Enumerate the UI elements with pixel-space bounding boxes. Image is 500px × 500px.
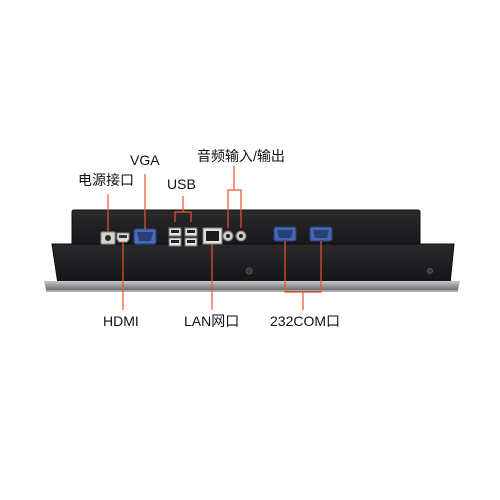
power-jack-icon <box>100 231 116 245</box>
lan-port-icon <box>202 227 223 245</box>
usb-leader <box>174 196 192 222</box>
vga-label: VGA <box>130 152 160 168</box>
audio-label: 音频输入/输出 <box>197 148 285 164</box>
leader-lines <box>107 166 322 310</box>
usb-label: USB <box>167 176 196 192</box>
usb-port-icon <box>168 227 198 247</box>
audio-jack-icon <box>222 230 247 242</box>
lan-label: LAN网口 <box>184 313 240 329</box>
com-label: 232COM口 <box>270 313 341 329</box>
hdmi-port-icon <box>116 232 130 243</box>
audio-leader <box>227 166 242 228</box>
mounting-screw-icon <box>245 267 433 275</box>
front-bezel <box>44 281 460 290</box>
power-label: 电源接口 <box>78 172 134 188</box>
device-chassis <box>44 209 460 292</box>
panel-body <box>51 243 455 285</box>
hdmi-label: HDMI <box>103 313 139 329</box>
com-leader <box>284 241 322 310</box>
vga-port-icon <box>133 228 157 245</box>
